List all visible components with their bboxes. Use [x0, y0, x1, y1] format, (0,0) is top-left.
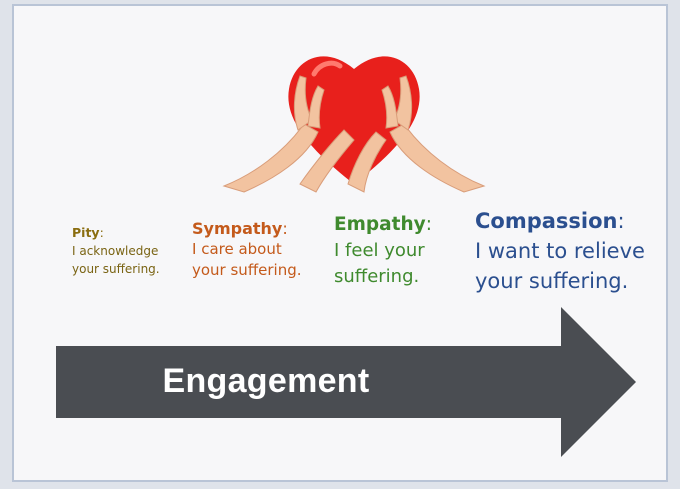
level-sympathy-line1: I care about: [192, 240, 282, 258]
level-compassion-line1: I want to relieve: [475, 239, 645, 263]
level-pity-line2: your suffering.: [72, 262, 160, 276]
level-sympathy-title: Sympathy:: [192, 219, 288, 238]
level-sympathy-line2: your suffering.: [192, 261, 302, 279]
level-empathy-line2: suffering.: [334, 266, 420, 287]
level-compassion-line2: your suffering.: [475, 269, 629, 293]
level-pity-line1: I acknowledge: [72, 244, 159, 258]
engagement-arrow: [56, 307, 636, 457]
heart-held-by-hands-icon: [222, 56, 486, 193]
level-empathy-line1: I feel your: [334, 240, 425, 261]
engagement-arrow-label: Engagement: [162, 361, 370, 400]
level-compassion: Compassion: I want to relieve your suffe…: [475, 206, 645, 296]
level-empathy: Empathy: I feel your suffering.: [334, 212, 432, 290]
level-compassion-title: Compassion:: [475, 209, 625, 233]
level-pity: Pity: I acknowledge your suffering.: [72, 224, 160, 278]
level-empathy-title: Empathy:: [334, 214, 432, 235]
level-sympathy: Sympathy: I care about your suffering.: [192, 218, 302, 281]
level-pity-title: Pity:: [72, 225, 104, 240]
